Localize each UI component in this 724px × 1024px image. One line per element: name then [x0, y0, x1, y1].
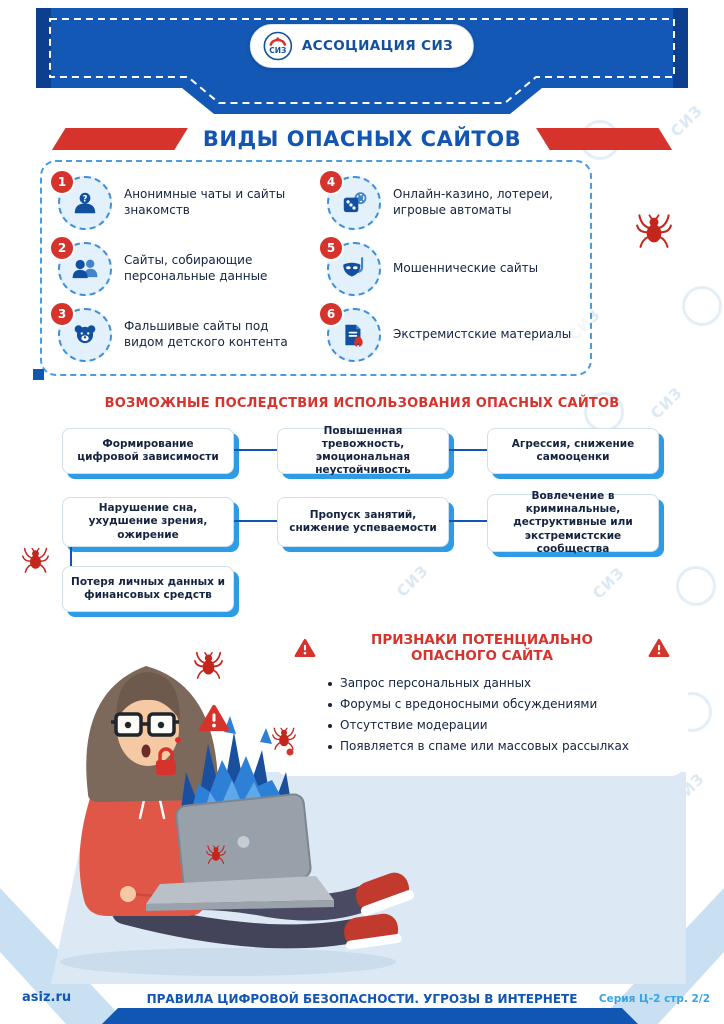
site-item: 2 Сайты, собирающие персональные данные [49, 235, 313, 296]
site-item: 3 Фальшивые сайты под видом детского кон… [49, 301, 313, 362]
signs-list: Запрос персональных данных Форумы с вред… [328, 676, 670, 753]
connector-line [234, 520, 277, 522]
site-icon-wrap: 3 [49, 301, 112, 362]
bullet-dot [328, 703, 332, 707]
site-number-badge: 3 [49, 301, 75, 327]
watermark-circle [682, 286, 722, 326]
consequence-box: Агрессия, снижение самооценки [487, 428, 659, 474]
bullet-dot [328, 724, 332, 728]
bottom-blue-band [102, 1008, 638, 1024]
extremist-materials-icon [345, 324, 363, 347]
list-item: Отсутствие модерации [328, 718, 670, 732]
watermark-text: СИЗ [589, 563, 629, 603]
site-label: Анонимные чаты и сайты знакомств [124, 187, 286, 217]
site-icon-wrap: 5 [318, 235, 381, 296]
site-number-badge: 1 [49, 169, 75, 195]
connector-line [449, 449, 487, 451]
site-label: Мошеннические сайты [393, 261, 539, 276]
site-icon-circle [327, 308, 381, 362]
svg-text:СИЗ: СИЗ [269, 46, 286, 55]
scam-mask-icon [343, 257, 364, 277]
bullet-dot [328, 682, 332, 686]
site-number-badge: 5 [318, 235, 344, 261]
warning-triangle-icon [198, 704, 230, 732]
site-item: 5 Мошеннические сайты [318, 235, 582, 296]
consequences-title: ВОЗМОЖНЫЕ ПОСЛЕДСТВИЯ ИСПОЛЬЗОВАНИЯ ОПАС… [104, 396, 620, 411]
site-icon-circle: ? [58, 176, 112, 230]
footer-series: Серия Ц-2 стр. 2/2 [598, 993, 710, 1005]
bullet-dot [328, 745, 332, 749]
fake-kids-content-icon [74, 325, 96, 344]
site-label: Фальшивые сайты под видом детского конте… [124, 319, 288, 349]
dangerous-sites-box: 1 ? Анонимные чаты и сайты знакомств 4 [40, 160, 592, 376]
connector-line [234, 449, 277, 451]
girl-laptop-illustration [60, 666, 415, 976]
site-icon-wrap: 6 [318, 301, 381, 362]
consequence-box: Потеря личных данных и финансовых средст… [62, 566, 234, 612]
spider-icon [636, 212, 672, 248]
spider-icon [272, 726, 296, 750]
site-item: 1 ? Анонимные чаты и сайты знакомств [49, 169, 313, 230]
svg-text:?: ? [83, 194, 88, 204]
consequence-box: Вовлечение в криминальные, деструктивные… [487, 490, 659, 555]
site-number-badge: 6 [318, 301, 344, 327]
watermark-circle [676, 566, 716, 606]
consequence-box: Формирование цифровой зависимости [62, 428, 234, 474]
list-item: Запрос персональных данных [328, 676, 670, 690]
site-label: Онлайн-казино, лотереи, игровые автоматы [393, 187, 553, 217]
consequence-box: Нарушение сна, ухудшение зрения, ожирени… [62, 497, 234, 547]
spider-icon [22, 546, 49, 573]
title-row: ВИДЫ ОПАСНЫХ САЙТОВ [0, 124, 724, 154]
consequence-box: Повышенная тревожность, эмоциональная не… [277, 425, 449, 476]
site-number-badge: 2 [49, 235, 75, 261]
sign-label: Форумы с вредоносными обсуждениями [340, 697, 598, 711]
sign-label: Запрос персональных данных [340, 676, 532, 690]
site-number-badge: 4 [318, 169, 344, 195]
casino-icon [343, 192, 367, 213]
connector-line [449, 520, 487, 522]
anonymous-chat-icon: ? [74, 192, 96, 214]
page-title: ВИДЫ ОПАСНЫХ САЙТОВ [202, 127, 522, 151]
site-icon-wrap: 4 [318, 169, 381, 230]
connector-line [70, 547, 72, 566]
footer-title: ПРАВИЛА ЦИФРОВОЙ БЕЗОПАСНОСТИ. УГРОЗЫ В … [146, 992, 578, 1006]
title-ribbon-left [51, 128, 188, 150]
sign-label: Отсутствие модерации [340, 718, 488, 732]
consequence-box: Пропуск занятий, снижение успеваемости [277, 497, 449, 547]
site-label: Экстремистские материалы [393, 327, 572, 342]
site-item: 4 Онлайн-казино, лотереи, игровые автома… [318, 169, 582, 230]
decorative-square [33, 369, 44, 380]
signs-panel: ПРИЗНАКИ ПОТЕНЦИАЛЬНО ОПАСНОГО САЙТА Зап… [272, 616, 688, 776]
list-item: Появляется в спаме или массовых рассылка… [328, 739, 670, 753]
site-label: Сайты, собирающие персональные данные [124, 253, 268, 283]
signs-title-row: ПРИЗНАКИ ПОТЕНЦИАЛЬНО ОПАСНОГО САЙТА [294, 632, 670, 664]
watermark-text: СИЗ [393, 561, 433, 601]
org-badge: СИЗ АССОЦИАЦИЯ СИЗ [249, 24, 475, 68]
sign-label: Появляется в спаме или массовых рассылка… [340, 739, 629, 753]
signs-title: ПРИЗНАКИ ПОТЕНЦИАЛЬНО ОПАСНОГО САЙТА [371, 632, 593, 664]
list-item: Форумы с вредоносными обсуждениями [328, 697, 670, 711]
spider-icon [206, 844, 226, 864]
site-icon-wrap: 1 ? [49, 169, 112, 230]
org-badge-label: АССОЦИАЦИЯ СИЗ [301, 38, 454, 54]
personal-data-icon [72, 259, 98, 279]
site-item: 6 Экстремистские материалы [318, 301, 582, 362]
siz-logo-icon: СИЗ [263, 31, 293, 61]
title-ribbon-right [536, 128, 673, 150]
site-icon-wrap: 2 [49, 235, 112, 296]
footer-site-url: asiz.ru [22, 990, 72, 1005]
warning-triangle-icon [648, 638, 670, 658]
spider-icon [194, 650, 223, 679]
